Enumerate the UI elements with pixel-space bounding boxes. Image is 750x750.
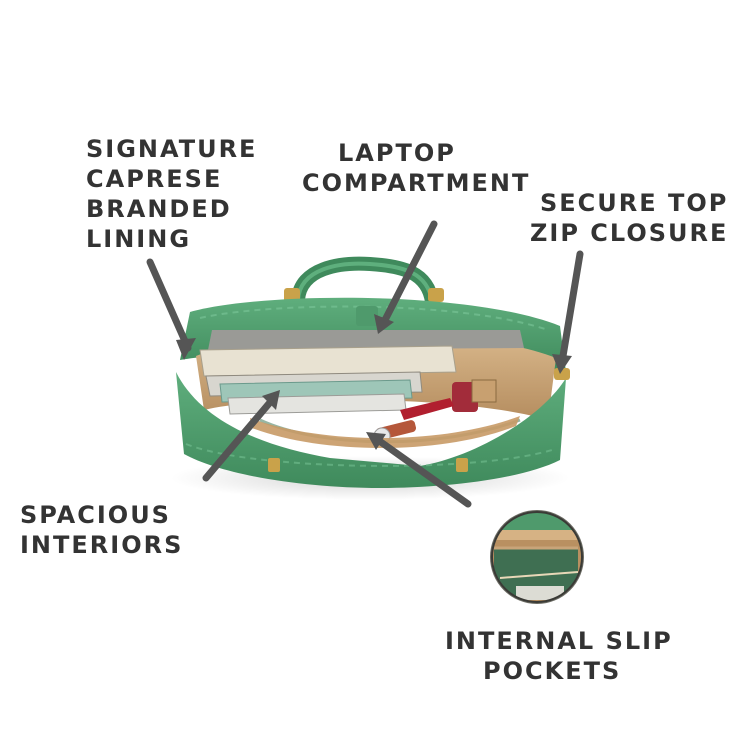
label-secure-zip: SECURE TOP ZIP CLOSURE (530, 188, 728, 248)
bag-handle (284, 256, 444, 309)
label-internal-slip-pockets: INTERNAL SLIP POCKETS (445, 626, 673, 686)
bag-items (373, 379, 497, 445)
label-line: POCKETS (483, 657, 622, 685)
label-laptop-compartment: LAPTOP COMPARTMENT (302, 138, 530, 198)
arrowhead-spacious (262, 390, 280, 410)
label-line: ZIP CLOSURE (530, 219, 729, 247)
laptop-tab (356, 306, 378, 326)
laptop-sleeve (208, 330, 524, 350)
arrow-slip (374, 436, 472, 508)
label-line: BRANDED (86, 195, 232, 223)
label-line: INTERNAL SLIP (445, 627, 673, 655)
arrowhead-lining (176, 338, 196, 360)
label-line: SIGNATURE (86, 135, 258, 163)
label-line: INTERIORS (20, 531, 184, 559)
label-line: SPACIOUS (20, 501, 171, 529)
zip-pull (554, 368, 570, 380)
pointer-arrows (146, 220, 584, 508)
label-spacious-interiors: SPACIOUS INTERIORS (20, 500, 183, 560)
arrow-zip (558, 250, 584, 366)
books-stack (199, 345, 457, 415)
handle-ring-left (284, 288, 300, 302)
label-signature-lining: SIGNATURE CAPRESE BRANDED LINING (86, 134, 257, 254)
label-line: CAPRESE (86, 165, 223, 193)
hardware-right (456, 458, 468, 472)
arrow-lining (146, 258, 192, 352)
label-line: LINING (86, 225, 192, 253)
arrow-laptop (380, 220, 438, 326)
label-line: LAPTOP (338, 139, 456, 167)
arrowhead-zip (552, 354, 572, 374)
handle-ring-right (428, 288, 444, 302)
pocket-detail-inset (490, 510, 584, 604)
arrow-spacious (202, 396, 276, 482)
hardware-left (268, 458, 280, 472)
arrowhead-slip (366, 432, 386, 450)
label-line: SECURE TOP (540, 189, 729, 217)
arrowhead-laptop (374, 314, 394, 334)
label-line: COMPARTMENT (302, 169, 531, 197)
